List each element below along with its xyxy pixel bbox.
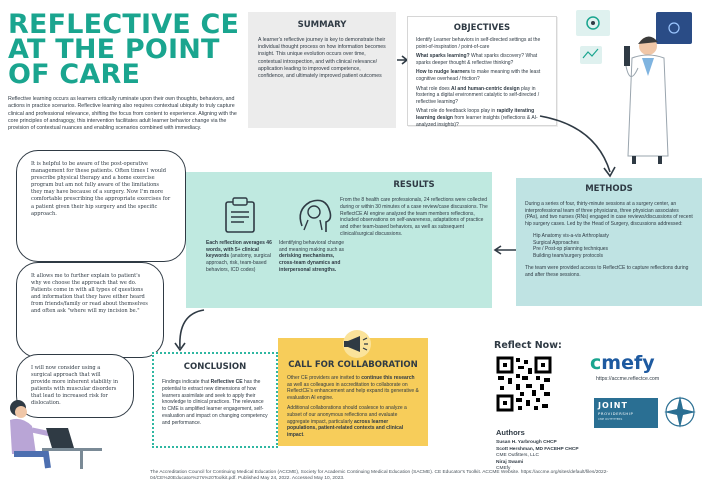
methods-topics-list: Hip Anatomy vis-a-vis Arthroplasty Surgi… [533, 233, 693, 260]
curved-arrow-icon [539, 115, 616, 178]
methods-topic: Building team/surgery protocols [533, 253, 604, 260]
author-3: Niraj Swami [496, 459, 524, 465]
results-card-behavior-change: Identifying behavioral change and meanin… [279, 240, 345, 273]
objectives-box: OBJECTIVES Identify Learner behaviors in… [407, 16, 557, 128]
learner-illustration [10, 400, 102, 469]
quote-bubble-2: It allows me to further explain to patie… [16, 262, 164, 358]
methods-topic: Hip Anatomy vis-a-vis Arthroplasty [533, 232, 609, 239]
results-panel [186, 172, 492, 308]
joint-providership-logo: JOINT PROVIDERSHIP CME OUTFITTERS [594, 398, 658, 428]
methods-outro: The team were provided access to Reflect… [525, 265, 689, 278]
objectives-intro: Identify Learner behaviors in self-direc… [416, 37, 541, 50]
objective-1: What sparks learning? What sparks discov… [416, 53, 538, 66]
author-2-org: CME Outfitters, LLC [496, 453, 539, 459]
curved-arrow-down-icon [174, 309, 205, 352]
author-1: Susan H. Yarbrough CHCP [496, 440, 557, 445]
methods-topic: Pre / Post-op planning techniques [533, 246, 609, 253]
cfc-paragraph-2: Additional collaborations should coalesc… [287, 405, 407, 438]
qr-code[interactable] [496, 356, 552, 412]
brain-head-icon [299, 199, 332, 232]
summary-heading: SUMMARY [297, 20, 347, 30]
cfc-heading: CALL FOR COLLABORATION [288, 360, 418, 370]
reference-footnote: The Accreditation Council for Continuing… [150, 470, 608, 482]
conclusion-heading: CONCLUSION [183, 362, 247, 372]
methods-box: METHODS During a series of four, thirty-… [516, 178, 702, 306]
clipboard-icon [225, 197, 255, 233]
arrow-left-icon [493, 245, 516, 255]
quote-bubble-3: I will now consider using a surgical app… [16, 354, 134, 418]
doctor-illustration [576, 10, 692, 164]
summary-text: A learner's reflective journey is key to… [258, 37, 386, 80]
cmefy-logo: cmefy [590, 352, 655, 374]
methods-heading: METHODS [585, 184, 633, 194]
reflectce-url[interactable]: https://accme.reflectce.com [596, 376, 660, 382]
title-line-1: REFLECTIVE CE [8, 9, 240, 40]
megaphone-icon [343, 330, 371, 358]
reflect-now-label: Reflect Now: [494, 340, 562, 351]
methods-text: During a series of four, thirty-minute s… [525, 201, 693, 228]
results-heading: RESULTS [393, 180, 435, 190]
authors-heading: Authors [496, 428, 525, 437]
quote-bubble-1: It is helpful to be aware of the post-op… [16, 150, 186, 262]
author-2: Scott Hershman, MD FACEHP CHCP [496, 446, 579, 452]
objective-4: What role do feedback loops play in rapi… [416, 108, 538, 128]
title-line-3: OF CARE [8, 59, 141, 90]
summary-box: SUMMARY A learner's reflective journey i… [248, 12, 396, 128]
intro-paragraph: Reflective learning occurs as learners c… [8, 96, 237, 132]
compass-star-icon [664, 396, 696, 428]
cfc-paragraph-1: Other CE providers are invited to contin… [287, 375, 419, 401]
results-card-reflection-length: Each reflection averages 46 words, with … [206, 240, 272, 273]
objective-3: What role does AI and human-centric desi… [416, 85, 540, 105]
title-line-2: AT THE POINT [8, 34, 220, 65]
objectives-heading: OBJECTIVES [453, 23, 511, 33]
conclusion-text: Findings indicate that Reflective CE has… [162, 379, 268, 426]
results-text: From the 8 health care professionals, 24… [340, 197, 488, 237]
conclusion-box: CONCLUSION Findings indicate that Reflec… [152, 352, 278, 448]
methods-topic: Surgical Approaches [533, 239, 579, 246]
poster-title: REFLECTIVE CE AT THE POINT OF CARE [8, 9, 248, 90]
author-3-org: CMEfy [496, 466, 511, 472]
authors-list: Susan H. Yarbrough CHCP Scott Hershman, … [496, 440, 646, 473]
results-text-block: RESULTS From the 8 health care professio… [340, 180, 488, 238]
objective-2: How to nudge learners to make meaning wi… [416, 69, 541, 82]
